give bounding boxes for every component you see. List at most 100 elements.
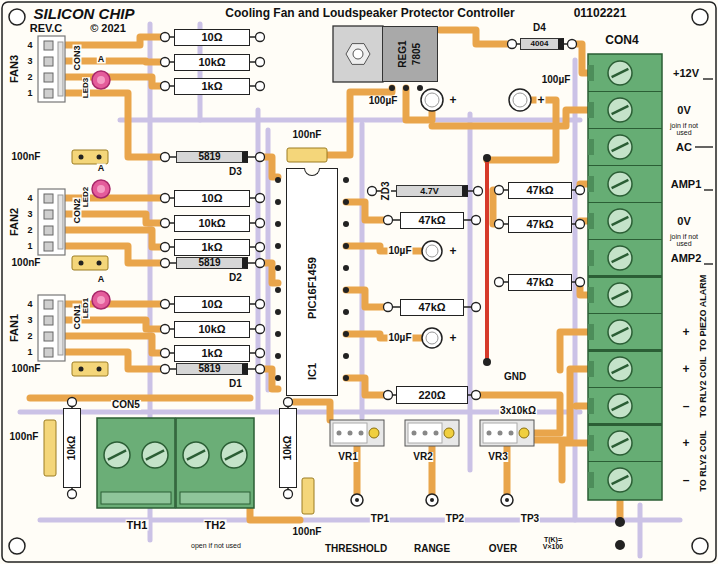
mounting-hole [692, 9, 708, 25]
terminal-note: join if not used [668, 122, 700, 136]
capacitor-body [72, 150, 108, 164]
screw-slot [146, 450, 164, 459]
polarity-mark: – [682, 474, 691, 486]
pin-pad [275, 309, 281, 315]
revision-label: REV.C [29, 23, 64, 34]
header-pin [44, 332, 53, 341]
screw-slot [612, 291, 629, 299]
terminal-tab [588, 102, 594, 118]
solder-pad [161, 82, 170, 91]
solder-pad [256, 300, 265, 309]
part-designator: D3 [228, 167, 243, 177]
pin-pad [343, 331, 349, 337]
pin-pad [275, 221, 281, 227]
header-pin [44, 41, 53, 50]
part-designator: D4 [532, 23, 547, 33]
terminal-divider [588, 313, 662, 314]
header-latch [58, 42, 63, 96]
terminal-tab [588, 250, 594, 266]
header-pin [44, 348, 53, 357]
pin-pad [417, 85, 423, 91]
solder-pad [368, 187, 377, 196]
pin-pad [275, 199, 281, 205]
solder-pad [161, 349, 170, 358]
header-pin [44, 226, 53, 235]
terminal-tab [588, 213, 594, 229]
resistor-body: 10kΩ [174, 54, 250, 71]
component-value: 10kΩ [198, 218, 225, 229]
terminal-mark [704, 189, 713, 190]
screw-slot [612, 254, 629, 262]
header-pin [44, 57, 53, 66]
component-value: 5819 [198, 258, 220, 268]
screw-slot [612, 106, 629, 114]
terminal-divider [588, 202, 662, 203]
component-value: PIC16F1459 [307, 257, 318, 319]
solder-pad [472, 391, 481, 400]
diode-body: 5819D2 [176, 257, 248, 269]
component-value: 10µF [388, 333, 413, 343]
solder-pad [161, 194, 170, 203]
solder-pad [284, 398, 293, 407]
component-value: 100nF [292, 130, 323, 140]
terminal-tab [588, 176, 594, 192]
trimpot-pin [337, 431, 342, 436]
terminal-tab [101, 492, 171, 504]
part-designator: LED2 [82, 186, 90, 208]
component-value: REG1 [398, 40, 408, 67]
component-value: 10kΩ [198, 324, 225, 335]
connector-name: FAN3 [9, 54, 20, 84]
resistor-body: 47kΩ [400, 212, 464, 229]
solder-pad [472, 216, 481, 225]
component-value: 100µF [368, 96, 399, 106]
terminal-divider [588, 423, 662, 426]
trimpot-pin [348, 431, 353, 436]
pin-pad [343, 287, 349, 293]
terminal-label: AMP2 [670, 253, 703, 264]
connector-name: FAN2 [9, 207, 20, 237]
component-value: IC1 [307, 363, 318, 380]
terminal-divider [588, 387, 662, 388]
terminal-screw [608, 431, 632, 455]
component-value: 4004 [531, 40, 549, 48]
solder-pad [161, 58, 170, 67]
trimpot-screw [519, 428, 529, 438]
polarity-mark: + [448, 94, 457, 106]
terminal-tab [588, 65, 594, 81]
component-value: 47kΩ [526, 185, 553, 196]
terminal-tab [588, 361, 594, 377]
terminal-divider [588, 128, 662, 129]
signal-name: GND [503, 372, 527, 382]
pin-number: 1 [26, 348, 33, 357]
component-value: 10kΩ [67, 436, 77, 461]
trimpot-screw [444, 428, 454, 438]
solder-pad [384, 216, 393, 225]
terminal-mark [703, 78, 713, 79]
solder-pad [495, 220, 504, 229]
pin-pad [483, 358, 491, 366]
electrolytic-capacitor [421, 89, 443, 111]
part-designator: TH2 [204, 520, 227, 531]
terminal-screw [608, 209, 632, 233]
terminal-tab [588, 435, 594, 451]
screw-slot [108, 450, 126, 459]
test-point [351, 494, 363, 506]
solder-pad [161, 219, 170, 228]
pin-pad [389, 85, 395, 91]
component-value: 100nF [9, 432, 40, 442]
terminal-tab [588, 139, 594, 155]
component-value: 1kΩ [201, 81, 222, 92]
terminal-tab [588, 324, 594, 340]
part-designator: CON2 [73, 197, 82, 224]
resistor-body: 220Ω [396, 386, 468, 404]
solder-pad [472, 303, 481, 312]
solder-pad [161, 300, 170, 309]
board-title: Cooling Fan and Loudspeaker Protector Co… [224, 7, 515, 19]
terminal-tab [588, 472, 594, 488]
solder-pad [256, 365, 265, 374]
part-designator: D1 [228, 379, 243, 389]
solder-pad [161, 153, 170, 162]
part-designator: LED1 [82, 297, 90, 319]
